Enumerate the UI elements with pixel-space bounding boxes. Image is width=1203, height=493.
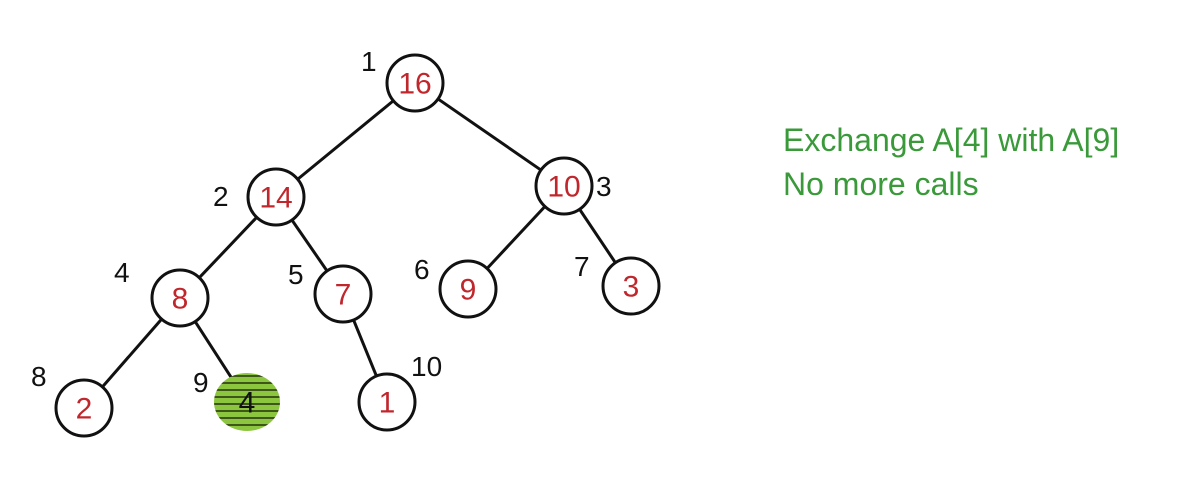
edge-4-8 xyxy=(101,318,163,388)
edge-2-4 xyxy=(198,216,258,279)
node-circle xyxy=(438,259,498,319)
node-value: 8 xyxy=(172,283,189,316)
node-index-label: 8 xyxy=(31,361,47,392)
node-index-label: 10 xyxy=(411,351,442,382)
annotation-panel: Exchange A[4] with A[9] No more calls xyxy=(783,118,1119,206)
node-value: 3 xyxy=(623,271,640,304)
highlight-scribble xyxy=(214,373,280,431)
node-circle xyxy=(357,372,417,432)
node-circle xyxy=(313,264,373,324)
node-index-label: 5 xyxy=(288,259,304,290)
node-index-label: 9 xyxy=(193,367,209,398)
node-index-label: 3 xyxy=(596,171,612,202)
edge-1-3 xyxy=(437,97,542,172)
node-index-label: 7 xyxy=(574,251,590,282)
node-value: 4 xyxy=(239,387,256,420)
node-circle xyxy=(54,378,114,438)
node-circle xyxy=(385,53,445,113)
edge-3-7 xyxy=(578,208,617,264)
node-value: 2 xyxy=(76,393,93,426)
node-index-label: 1 xyxy=(361,46,377,77)
node-value: 7 xyxy=(335,279,352,312)
annotation-no-more-calls: No more calls xyxy=(783,166,979,202)
node-value: 9 xyxy=(460,274,477,307)
node-value: 16 xyxy=(398,68,431,101)
heap-node-9: 49 xyxy=(193,367,280,431)
tree-edges xyxy=(101,97,617,388)
node-index-label: 6 xyxy=(414,254,430,285)
node-circle xyxy=(246,167,306,227)
node-index-label: 2 xyxy=(213,181,229,212)
node-value: 10 xyxy=(547,171,580,204)
heap-node-10: 1 10 xyxy=(357,351,442,432)
edge-3-6 xyxy=(485,205,547,270)
heap-node-1: 16 1 xyxy=(361,46,445,113)
heap-node-8: 28 xyxy=(31,361,114,438)
edge-1-2 xyxy=(296,99,395,181)
annotation-exchange: Exchange A[4] with A[9] xyxy=(783,122,1120,158)
edge-5-10 xyxy=(352,319,378,377)
heap-node-2: 14 2 xyxy=(213,167,306,227)
node-value: 1 xyxy=(379,387,396,420)
node-circle xyxy=(150,268,210,328)
heap-node-3: 10 3 xyxy=(534,156,612,216)
node-circle xyxy=(601,256,661,316)
edge-2-5 xyxy=(290,219,329,272)
heap-node-4: 84 xyxy=(114,257,210,328)
heap-node-6: 96 xyxy=(414,254,498,319)
node-value: 14 xyxy=(259,182,292,215)
heap-node-5: 75 xyxy=(288,259,373,324)
node-circle xyxy=(534,156,594,216)
node-index-label: 4 xyxy=(114,257,130,288)
heap-node-7: 37 xyxy=(574,251,661,316)
edge-4-9 xyxy=(193,320,234,380)
